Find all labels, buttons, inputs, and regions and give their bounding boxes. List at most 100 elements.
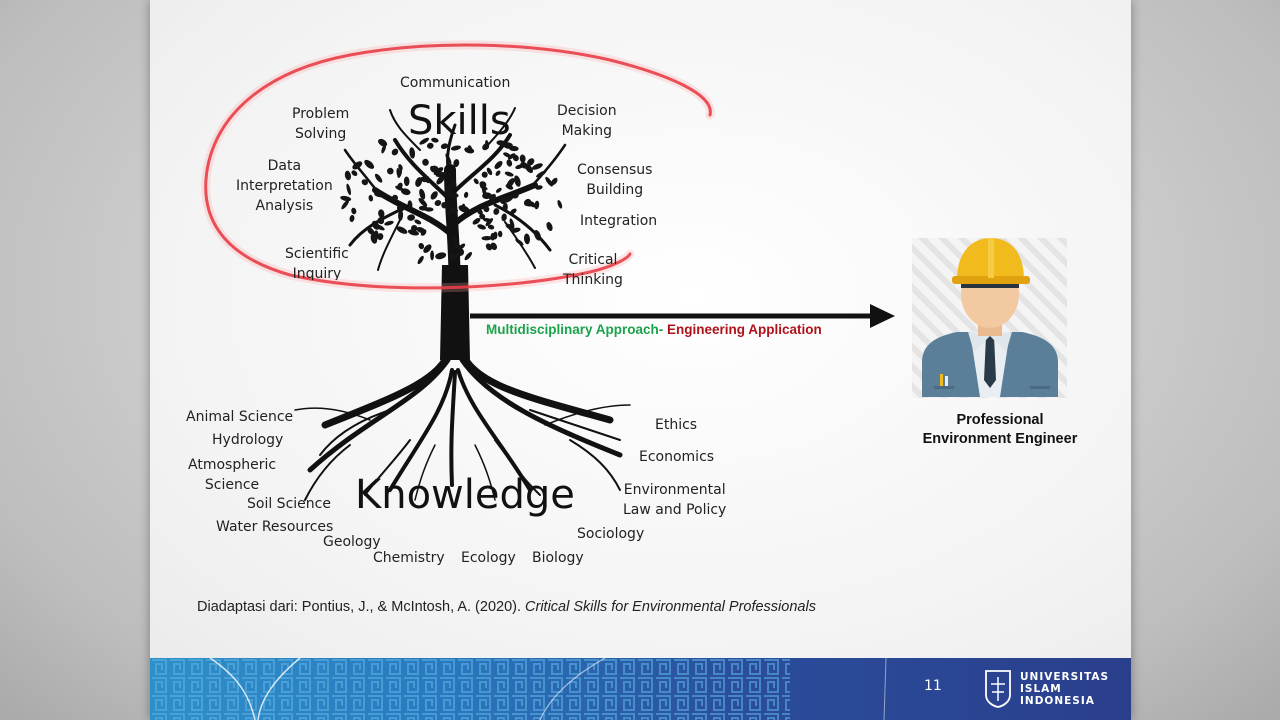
leaf xyxy=(341,199,350,210)
leaf xyxy=(407,200,413,210)
leaf xyxy=(503,195,514,203)
leaf xyxy=(384,220,394,226)
leaf xyxy=(419,137,430,145)
leaf xyxy=(523,233,531,245)
leaf xyxy=(486,167,493,176)
leaf xyxy=(463,191,469,198)
arrow xyxy=(470,304,895,328)
leaf xyxy=(424,207,434,212)
leaf xyxy=(472,218,481,225)
leaf xyxy=(434,199,442,207)
leaf xyxy=(361,179,369,186)
leaf xyxy=(479,181,487,188)
leaf xyxy=(495,187,502,193)
arrow-label-green: Multidisciplinary Approach- xyxy=(486,322,668,337)
citation: Diadaptasi dari: Pontius, J., & McIntosh… xyxy=(197,599,816,615)
leaf xyxy=(534,200,540,210)
leaf xyxy=(421,175,430,181)
slide: Skills Knowledge Communication Problem S… xyxy=(150,0,1131,720)
leaf xyxy=(407,229,419,236)
leaf xyxy=(481,171,488,178)
engineer-title: Professional Environment Engineer xyxy=(922,412,1078,447)
knowledge-hydrology: Hydrology xyxy=(212,432,284,448)
leaf xyxy=(374,173,383,183)
leaf xyxy=(416,227,426,234)
leaf xyxy=(430,250,434,261)
leaf xyxy=(444,189,451,197)
leaf xyxy=(497,230,503,238)
leaf xyxy=(546,221,553,232)
leaf xyxy=(461,203,466,210)
leaf xyxy=(479,213,486,220)
skill-decision-making: Decision Making xyxy=(557,103,617,139)
skill-communication: Communication xyxy=(400,75,511,91)
leaf xyxy=(433,167,444,176)
leaf xyxy=(417,255,424,265)
leaf xyxy=(344,170,351,181)
leaf xyxy=(453,242,462,251)
leaf xyxy=(506,159,513,167)
leaf xyxy=(391,194,399,201)
leaf xyxy=(450,234,459,241)
leaf xyxy=(449,191,457,200)
leaf xyxy=(536,170,547,178)
leaf xyxy=(403,176,410,187)
leaf xyxy=(368,194,374,202)
leaf xyxy=(514,175,521,187)
skill-problem-solving: Problem Solving xyxy=(292,106,350,142)
leaf xyxy=(447,183,453,191)
leaf xyxy=(398,209,404,221)
leaf xyxy=(370,233,378,244)
leaf xyxy=(440,143,449,150)
leaf xyxy=(447,206,454,217)
leaf xyxy=(524,163,534,174)
leaf xyxy=(453,159,460,168)
knowledge-atmospheric-science: Atmospheric Science xyxy=(188,457,277,493)
knowledge-geology: Geology xyxy=(323,534,381,550)
leaf xyxy=(349,214,355,223)
leaf xyxy=(441,202,448,209)
leaf xyxy=(557,200,563,209)
leaf xyxy=(510,208,517,215)
leaf xyxy=(422,158,429,166)
knowledge-soil-science: Soil Science xyxy=(247,496,331,512)
leaf xyxy=(346,183,352,196)
leaf xyxy=(397,182,403,190)
leaf xyxy=(487,224,495,230)
skill-scientific-inquiry: Scientific Inquiry xyxy=(285,246,349,280)
leaf xyxy=(493,208,500,215)
leaf xyxy=(431,137,439,143)
leaf xyxy=(504,171,514,177)
engineer-icon xyxy=(912,238,1067,398)
leaf xyxy=(493,231,498,240)
leaf xyxy=(414,219,422,225)
footer-band: 11 UNIVERSITAS ISLAM INDONESIA xyxy=(150,658,1131,720)
leaf xyxy=(374,224,385,231)
leaf xyxy=(352,161,363,170)
leaf xyxy=(523,198,532,206)
leaf xyxy=(397,169,403,178)
leaf xyxy=(467,145,473,153)
tree-illustration xyxy=(201,40,895,501)
leaf xyxy=(450,145,461,151)
leaf xyxy=(481,186,487,197)
leaf xyxy=(534,229,541,241)
leaf xyxy=(495,170,501,176)
leaf xyxy=(507,153,516,160)
leaf xyxy=(519,154,526,163)
leaf xyxy=(423,244,432,253)
leaf xyxy=(509,218,515,229)
leaf xyxy=(454,251,464,258)
leaf xyxy=(367,227,375,235)
leaf xyxy=(505,223,514,230)
leaf xyxy=(391,148,399,156)
leaf xyxy=(450,180,457,188)
university-logo-icon xyxy=(985,670,1011,708)
leaf xyxy=(377,233,384,241)
logo-line-3: INDONESIA xyxy=(1020,695,1095,707)
knowledge-animal-science: Animal Science xyxy=(186,409,294,425)
skill-consensus-building: Consensus Building xyxy=(577,162,653,198)
leaf xyxy=(464,252,473,261)
university-logo-text: UNIVERSITAS ISLAM INDONESIA xyxy=(1020,671,1109,707)
leaf xyxy=(398,164,403,171)
